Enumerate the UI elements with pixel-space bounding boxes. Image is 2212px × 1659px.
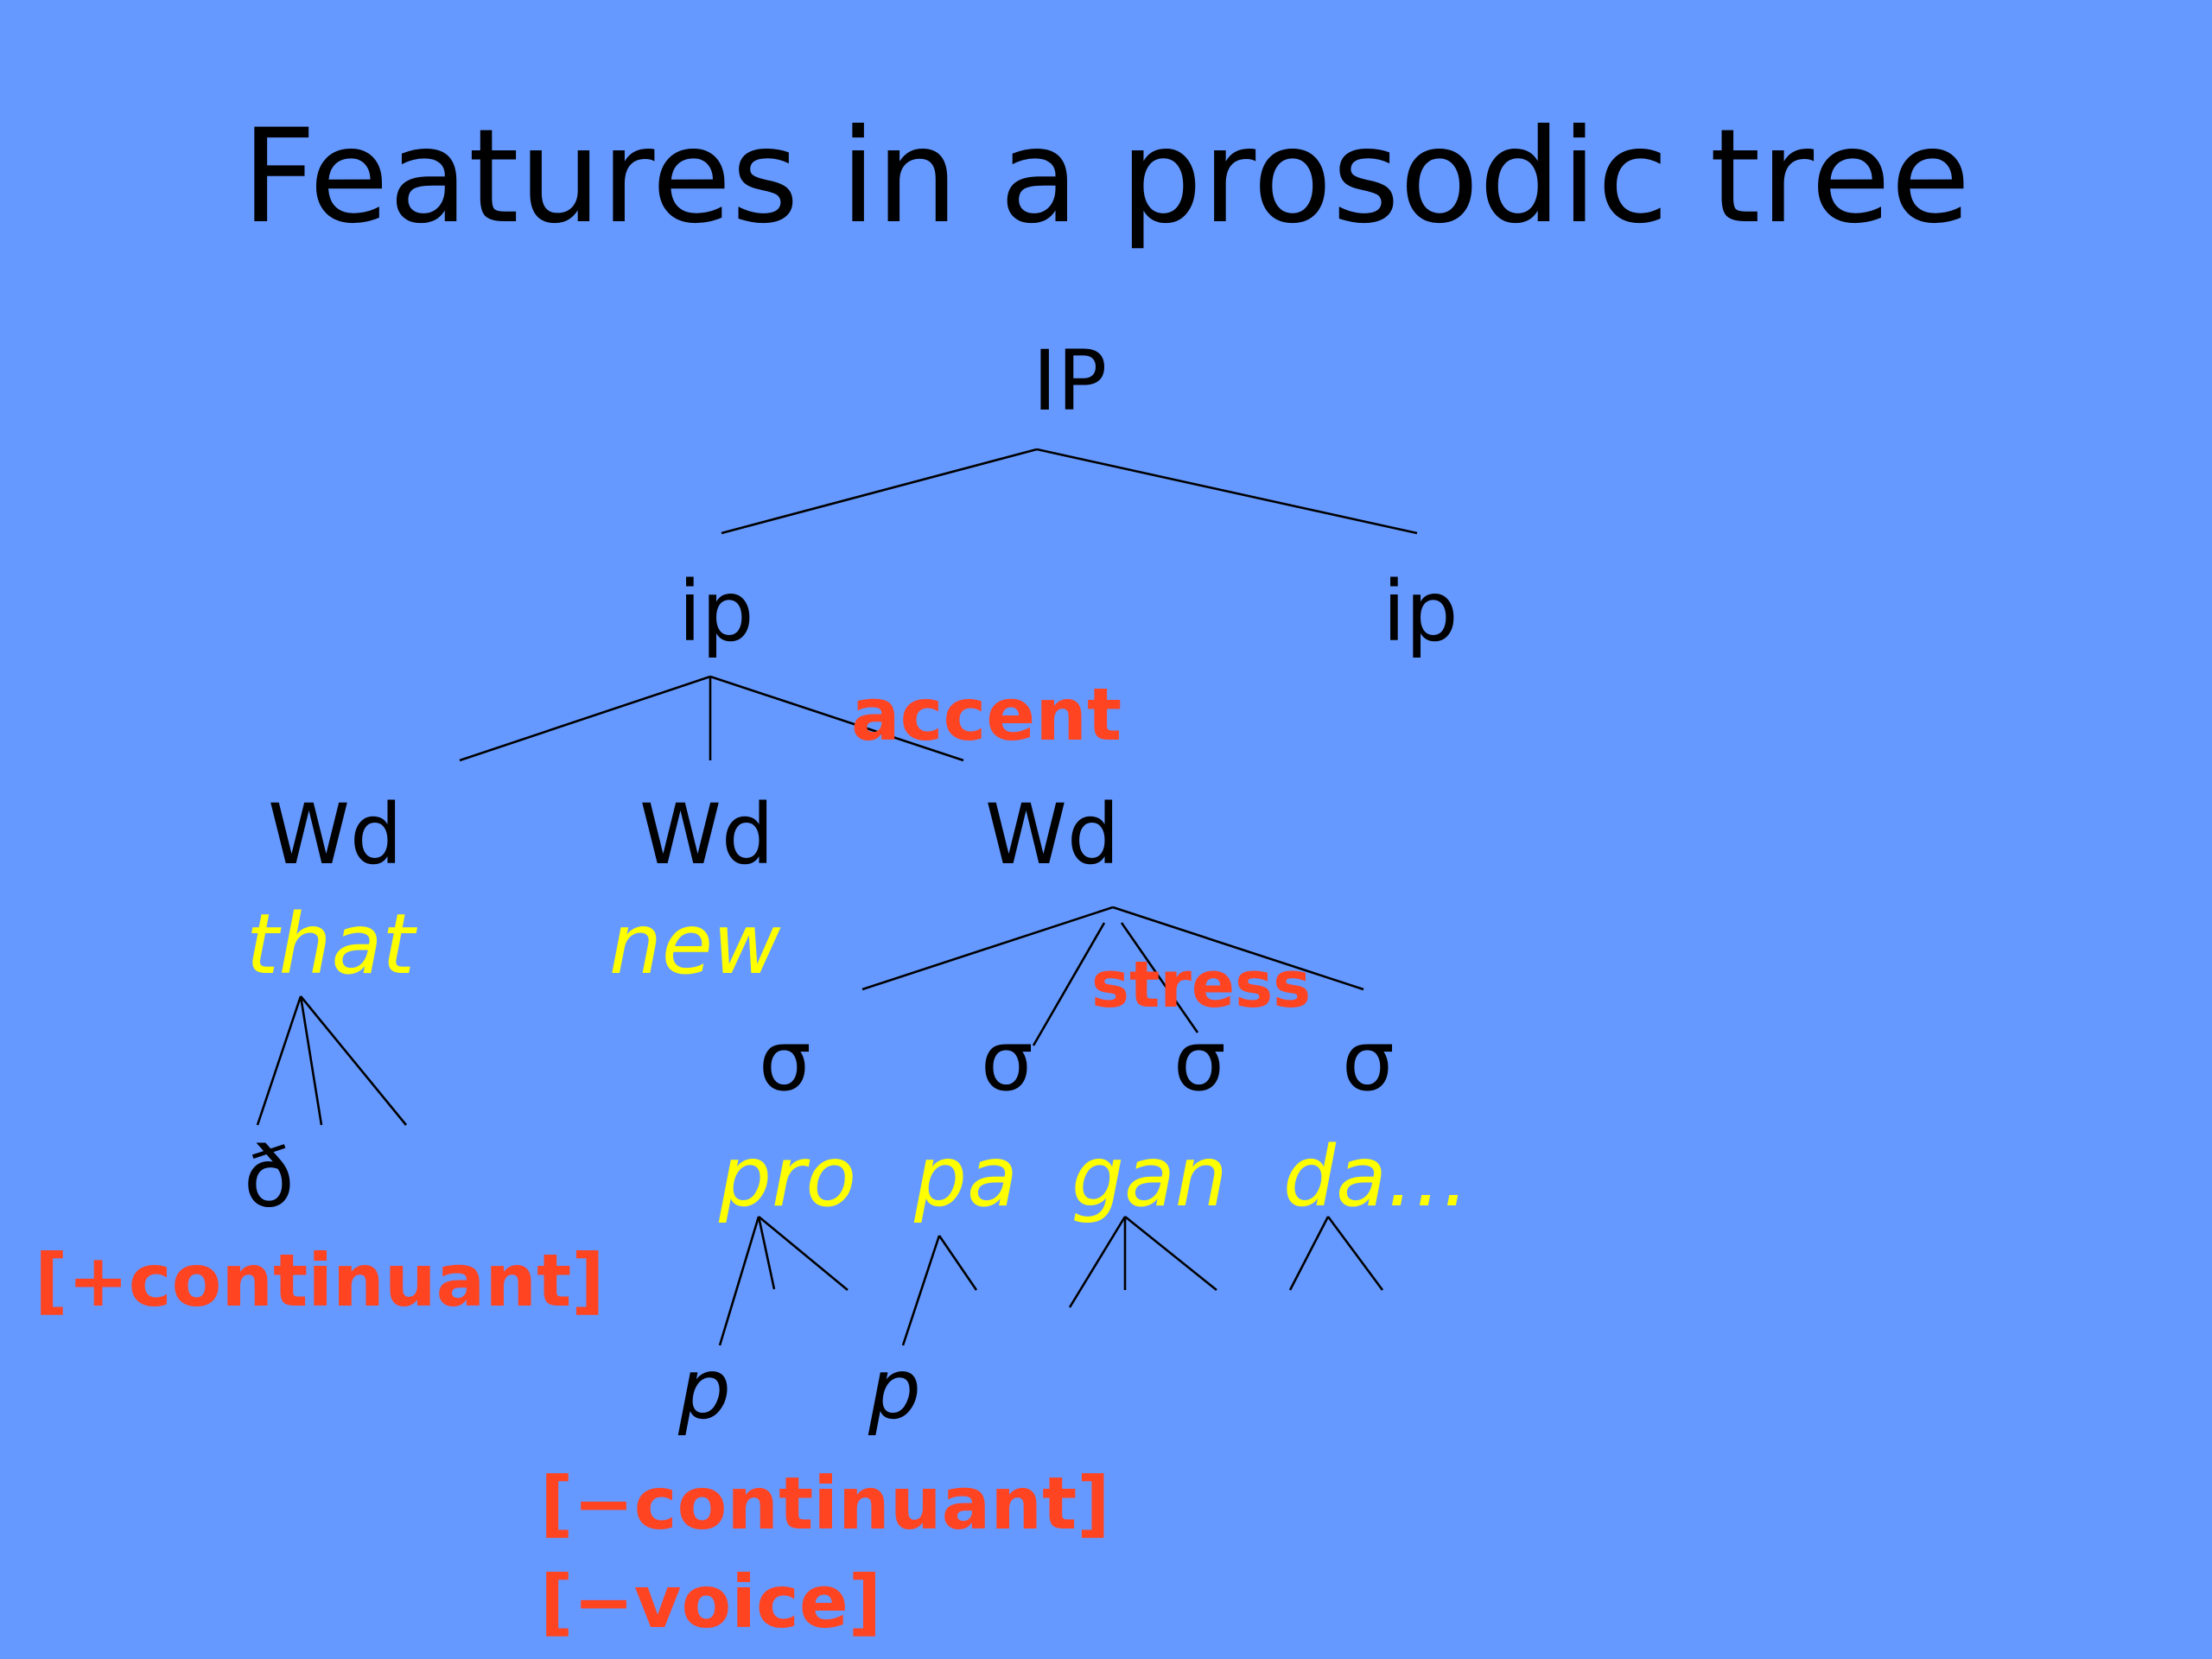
word-that: that (246, 896, 415, 993)
branch-pro-1 (718, 1216, 760, 1346)
branch-gan-3 (1124, 1215, 1217, 1292)
branch-wd1 (459, 675, 711, 762)
branch-syl1 (861, 906, 1114, 991)
syllable-word-gan: gan (1071, 1128, 1228, 1225)
node-ip-right: ip (1382, 563, 1459, 660)
word-new: new (609, 896, 781, 993)
syllable-node-4: σ (1342, 1013, 1395, 1109)
branch-that-2 (299, 995, 323, 1126)
node-wd-3: Wd (985, 786, 1120, 883)
branch-da-2 (1326, 1216, 1384, 1291)
feature-minus-voice: [−voice] (540, 1560, 882, 1644)
stress-label: stress (1091, 948, 1312, 1022)
node-wd-2: Wd (639, 786, 774, 883)
branch-pro-2 (757, 1216, 776, 1290)
branch-syl2 (1032, 922, 1106, 1046)
node-wd-1: Wd (268, 786, 403, 883)
syllable-word-da: da… (1283, 1128, 1470, 1225)
accent-label: accent (851, 672, 1122, 757)
branch-ip-right (1036, 448, 1418, 535)
branch-pro-3 (758, 1215, 849, 1292)
branch-that-3 (299, 995, 408, 1126)
branch-pa-2 (938, 1235, 978, 1291)
syllable-node-3: σ (1173, 1013, 1226, 1109)
branch-syl4 (1112, 906, 1364, 991)
segment-eth: ð (244, 1129, 295, 1226)
branch-ip-left (721, 448, 1038, 535)
segment-p-1: p (678, 1341, 731, 1438)
slide-title: Features in a prosodic tree (241, 102, 1971, 252)
node-IP: IP (1033, 333, 1108, 429)
branch-da-1 (1288, 1216, 1330, 1291)
segment-p-2: p (868, 1341, 921, 1438)
syllable-node-2: σ (981, 1013, 1033, 1109)
syllable-word-pa: pa (914, 1128, 1018, 1225)
syllable-node-1: σ (759, 1013, 811, 1109)
branch-that-1 (256, 995, 302, 1126)
branch-wd3 (709, 675, 964, 762)
node-ip-left: ip (678, 563, 754, 660)
feature-minus-continuant: [−continuant] (540, 1461, 1110, 1546)
branch-pa-1 (901, 1235, 941, 1346)
syllable-word-pro: pro (719, 1128, 857, 1225)
branch-gan-1 (1068, 1216, 1127, 1308)
branch-syl3 (1120, 922, 1199, 1033)
feature-plus-continuant: [+continuant] (35, 1238, 605, 1323)
